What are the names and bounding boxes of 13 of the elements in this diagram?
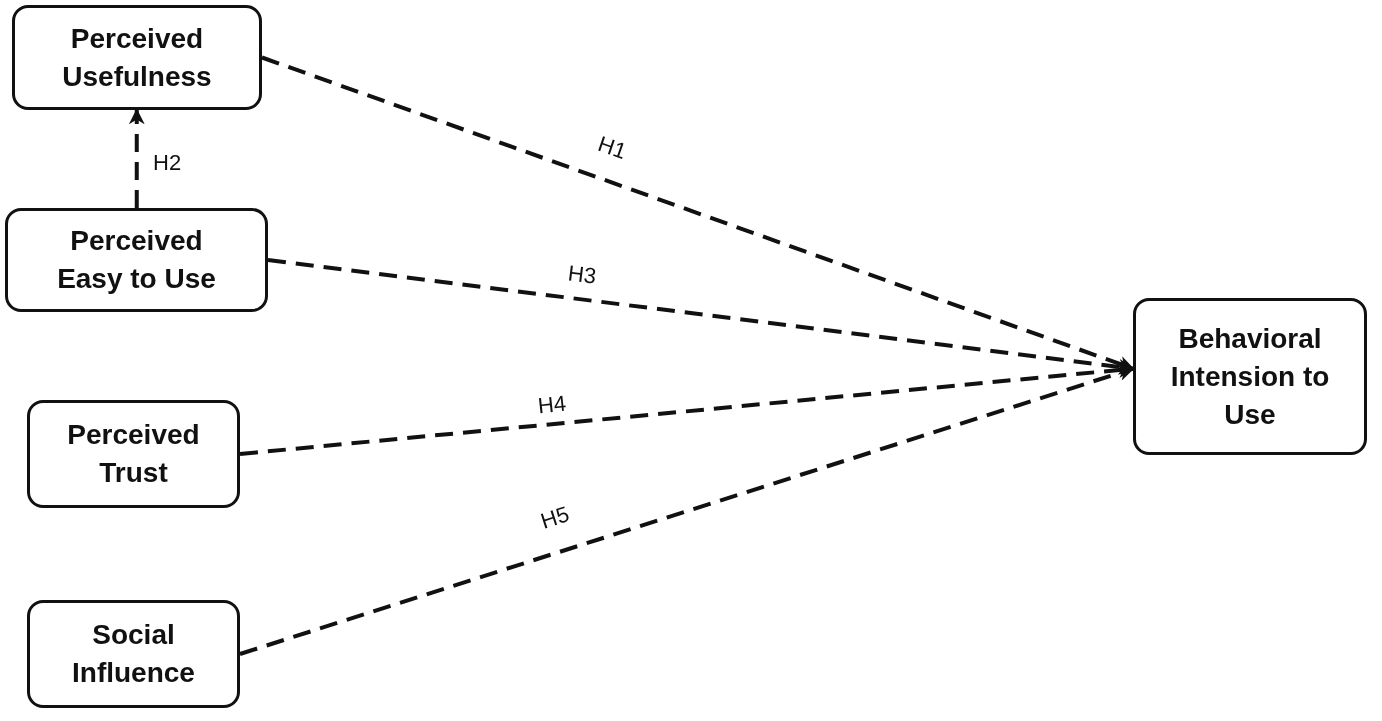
node-label: Perceived Usefulness xyxy=(61,21,213,94)
construct-box xyxy=(27,600,240,708)
arrow xyxy=(267,258,1135,375)
arrow xyxy=(239,365,1135,656)
construct-box xyxy=(27,400,240,508)
construct-box xyxy=(5,208,268,312)
construct-box xyxy=(12,5,262,110)
node-label: Behavioral Intension to Use xyxy=(1169,321,1331,432)
construct-box xyxy=(1133,298,1367,455)
node-label: Perceived Easy to Use xyxy=(56,224,217,296)
arrow xyxy=(128,108,145,208)
node-label: Social Influence xyxy=(71,618,196,690)
node-label: Perceived Trust xyxy=(66,418,201,490)
